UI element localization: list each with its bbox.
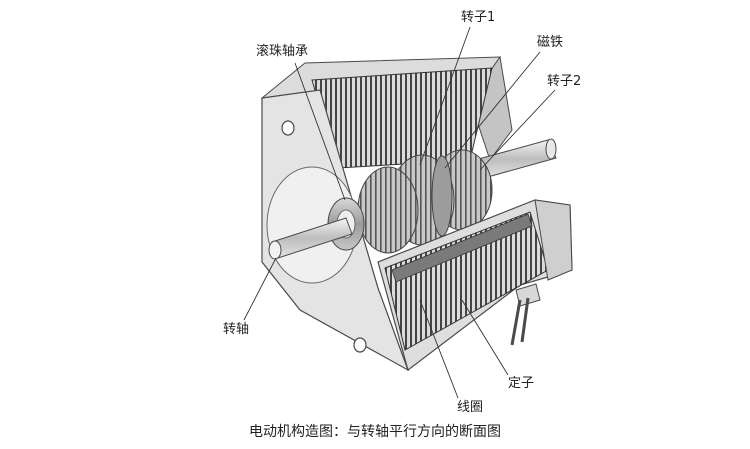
label-ball-bearing: 滚珠轴承	[256, 44, 309, 59]
leader-ball-bearing	[294, 62, 346, 201]
label-shaft: 转轴	[223, 322, 250, 337]
leader-magnet	[444, 51, 541, 169]
leader-rotor1	[419, 26, 471, 166]
label-rotor1: 转子1	[461, 10, 496, 25]
leader-rotor2	[479, 89, 556, 171]
leader-coil	[419, 299, 459, 399]
rear-shaft-end	[545, 138, 557, 160]
diagram-caption: 电动机构造图：与转轴平行方向的断面图	[249, 424, 501, 440]
housing-end-cap	[534, 199, 573, 281]
coil-windings	[391, 213, 533, 283]
lead-wire-2	[520, 297, 530, 343]
label-coil: 线圈	[457, 400, 484, 415]
rotor-front	[357, 166, 419, 254]
mounting-hole-top	[281, 120, 295, 136]
label-magnet: 磁铁	[537, 35, 564, 50]
mounting-hole-bottom	[353, 337, 367, 353]
label-stator: 定子	[508, 376, 535, 391]
leader-shaft	[243, 257, 277, 321]
label-rotor2: 转子2	[547, 74, 582, 89]
front-shaft-end	[268, 240, 282, 260]
leader-stator	[461, 299, 509, 376]
magnet-body	[431, 155, 453, 237]
lead-wire-1	[510, 299, 522, 346]
